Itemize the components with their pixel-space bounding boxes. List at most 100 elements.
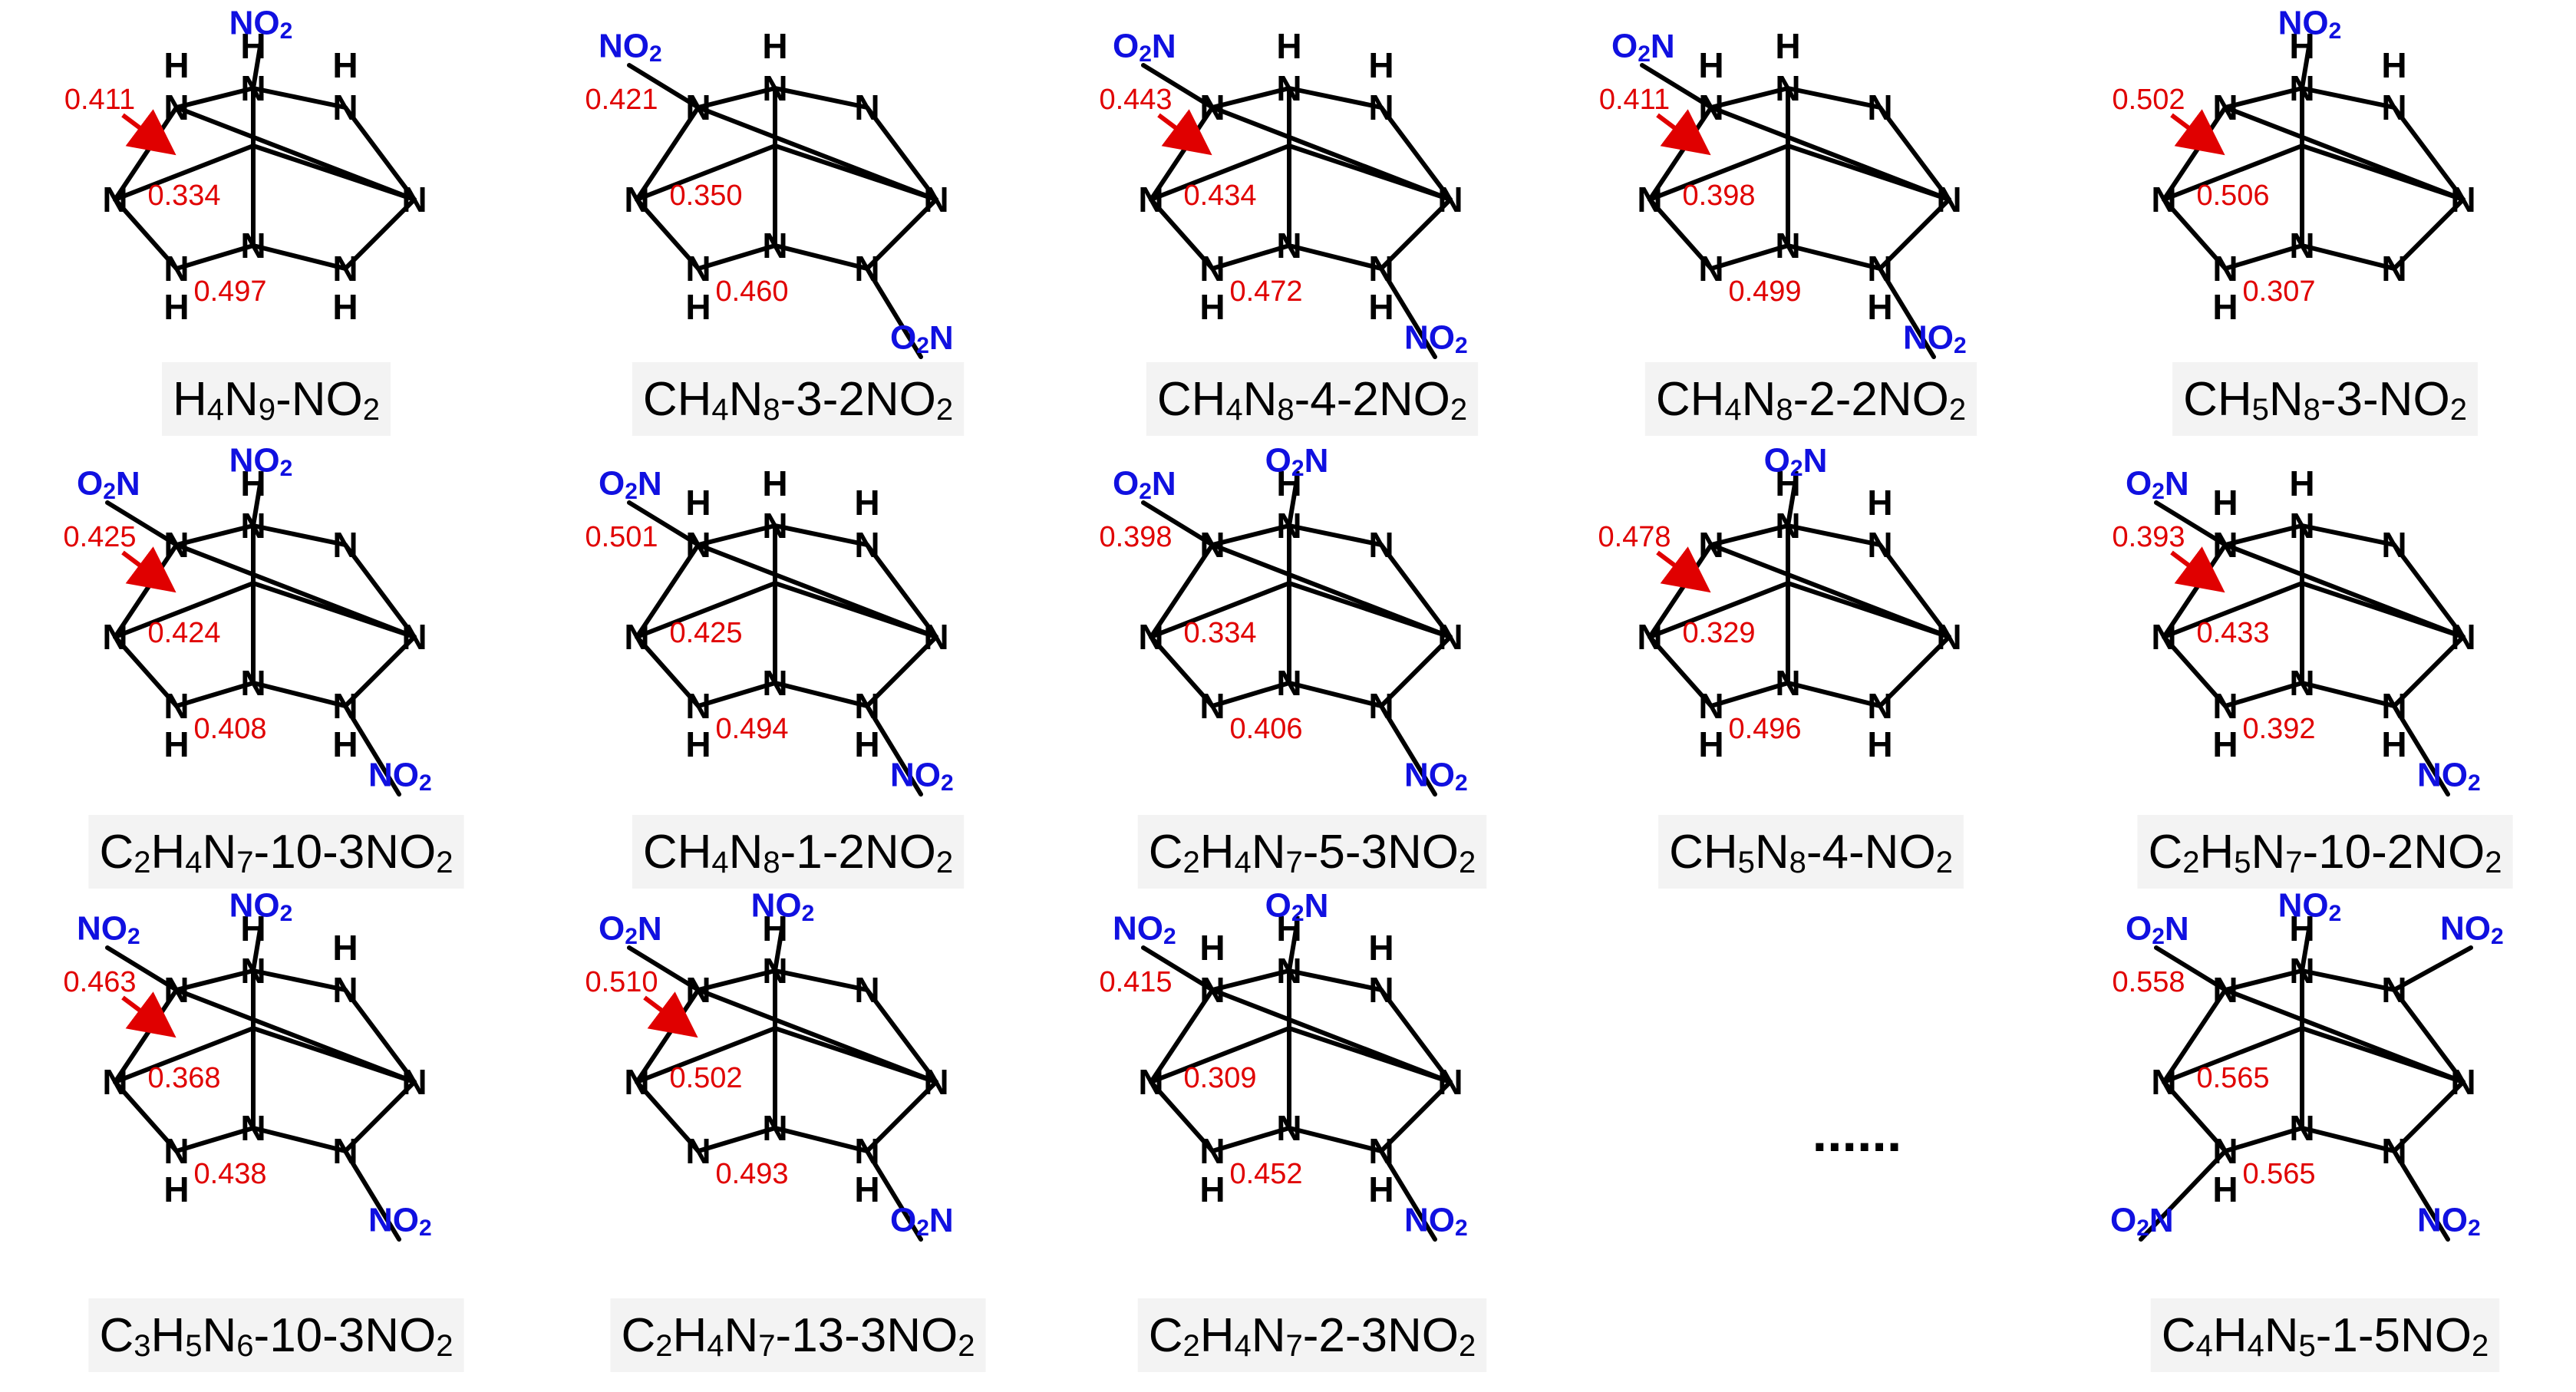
bond-line [251, 86, 348, 110]
formula-subscript: 8 [1789, 846, 1806, 879]
bond-line [2223, 968, 2304, 992]
atom-label: N [240, 1108, 266, 1148]
atom-label: N [762, 1108, 787, 1148]
structure-3: NNNNNNNNHHHHO2NNO20.4430.4340.472CH4N8-4… [1099, 26, 1479, 436]
bond-line [1149, 543, 1215, 639]
structure-13: NNNNNNNNHHHHHNO2O2NNO20.4150.3090.452C2H… [1099, 887, 1487, 1372]
formula-text: H [173, 373, 207, 426]
hydrogen-label: H [2212, 724, 2238, 764]
hydrogen-label: H [1199, 928, 1225, 968]
hydrogen-label: H [163, 287, 189, 327]
bond-value-label: 0.502 [2112, 84, 2185, 116]
formula-text: C [99, 826, 134, 879]
atom-label: N [1437, 180, 1463, 219]
bond-line [1379, 635, 1453, 708]
atom-label: N [624, 1062, 649, 1102]
bond-line [1287, 968, 1384, 992]
structure-10: NNNNNNNNHHHHO2NNO20.3930.4330.392C2H5N7-… [2112, 463, 2513, 889]
formula-text: -5-3NO [1303, 826, 1459, 879]
bond-value-label: 0.424 [147, 617, 220, 649]
bond-line [174, 988, 417, 1084]
bond-line [2162, 143, 2304, 202]
formula-text: -2-3NO [1303, 1309, 1459, 1362]
hydrogen-label: H [1867, 287, 1892, 327]
atom-label: N [923, 617, 948, 657]
formula-text: -4-NO [1806, 826, 1936, 879]
bond-line [2223, 543, 2466, 639]
bond-value-label: 0.493 [715, 1158, 788, 1190]
bond-line [1287, 477, 1299, 528]
hydrogen-label: H [854, 724, 879, 764]
bond-line [1786, 477, 1798, 528]
red-arrow-pointer [121, 991, 176, 1038]
bond-value-label: 0.393 [2112, 521, 2185, 553]
bond-line [1648, 581, 1790, 639]
bond-line [2223, 243, 2304, 271]
bond-line [1709, 523, 1790, 547]
formula-subscript: 8 [1277, 393, 1294, 427]
nitro-group-label: O2N [1764, 442, 1828, 481]
bond-line [1149, 581, 1291, 639]
bond-line [1379, 1080, 1453, 1153]
structure-8: NNNNNNNNHO2NO2NNO20.3980.3340.406C2H4N7-… [1099, 442, 1487, 889]
nitro-group-label: NO2 [229, 887, 293, 926]
formula-caption-bg [162, 362, 391, 436]
formula-subscript: 4 [1235, 1329, 1252, 1363]
formula-caption-bg [1658, 815, 1964, 889]
atom-label: N [923, 180, 948, 219]
formula-subscript: 2 [1450, 393, 1467, 427]
atom-label: N [401, 1062, 427, 1102]
atom-label: N [1276, 663, 1301, 703]
bond-line [174, 243, 256, 271]
atom-label: N [1199, 1131, 1225, 1171]
formula-subscript: 3 [134, 1329, 150, 1363]
atom-label: N [332, 249, 358, 289]
bond-line [2300, 40, 2312, 91]
bond-line [2154, 500, 2228, 547]
atom-label: N [1867, 525, 1892, 565]
nitro-group-label: NO2 [1404, 1202, 1468, 1241]
bond-line [343, 635, 417, 708]
formula-caption: CH4N8-2-2NO2 [1656, 373, 1966, 427]
formula-caption: C2H4N7-2-3NO2 [1149, 1309, 1476, 1364]
bond-value-label: 0.398 [1099, 521, 1172, 553]
bond-line [696, 243, 777, 271]
bond-line [251, 243, 348, 271]
formula-text: N [724, 1309, 759, 1362]
atom-label: N [1437, 1062, 1463, 1102]
atom-label: N [1637, 180, 1662, 219]
bond-line [635, 581, 777, 639]
bond-line [1786, 86, 1882, 110]
atom-label: N [1936, 180, 1961, 219]
bond-line [1379, 105, 1453, 202]
formula-text: -3-NO [2320, 373, 2450, 426]
bond-value-label: 0.334 [1183, 617, 1256, 649]
bond-value-label: 0.497 [193, 275, 266, 308]
formula-text: CH [643, 826, 712, 879]
formula-text: CH [1157, 373, 1226, 426]
atom-label: N [624, 617, 649, 657]
structure-6: NNNNNNNNHHHO2NNO2NO20.4250.4240.408C2H4N… [63, 442, 464, 889]
nitro-group-label: NO2 [751, 887, 815, 926]
bond-line [2223, 988, 2466, 1084]
hydrogen-label: H [2212, 1169, 2238, 1209]
bond-line [635, 197, 701, 271]
formula-subscript: 7 [236, 846, 253, 879]
bond-line [1878, 543, 1951, 639]
bond-line [2223, 681, 2304, 708]
nitro-group-label: NO2 [599, 28, 662, 67]
formula-caption-bg [1137, 1298, 1487, 1372]
nitro-group-label: O2N [890, 319, 954, 358]
atom-label: N [2289, 226, 2314, 266]
hydrogen-label: H [2289, 463, 2314, 503]
bond-line [1709, 243, 1790, 271]
formula-caption: H4N9-NO2 [173, 373, 380, 427]
formula-text: -13-3NO [776, 1309, 958, 1362]
formula-text: H [1200, 826, 1235, 879]
atom-label: N [854, 525, 879, 565]
bond-line [343, 988, 417, 1084]
atom-label: N [240, 226, 266, 266]
atom-label: N [2151, 617, 2176, 657]
formula-text: N [2251, 826, 2286, 879]
